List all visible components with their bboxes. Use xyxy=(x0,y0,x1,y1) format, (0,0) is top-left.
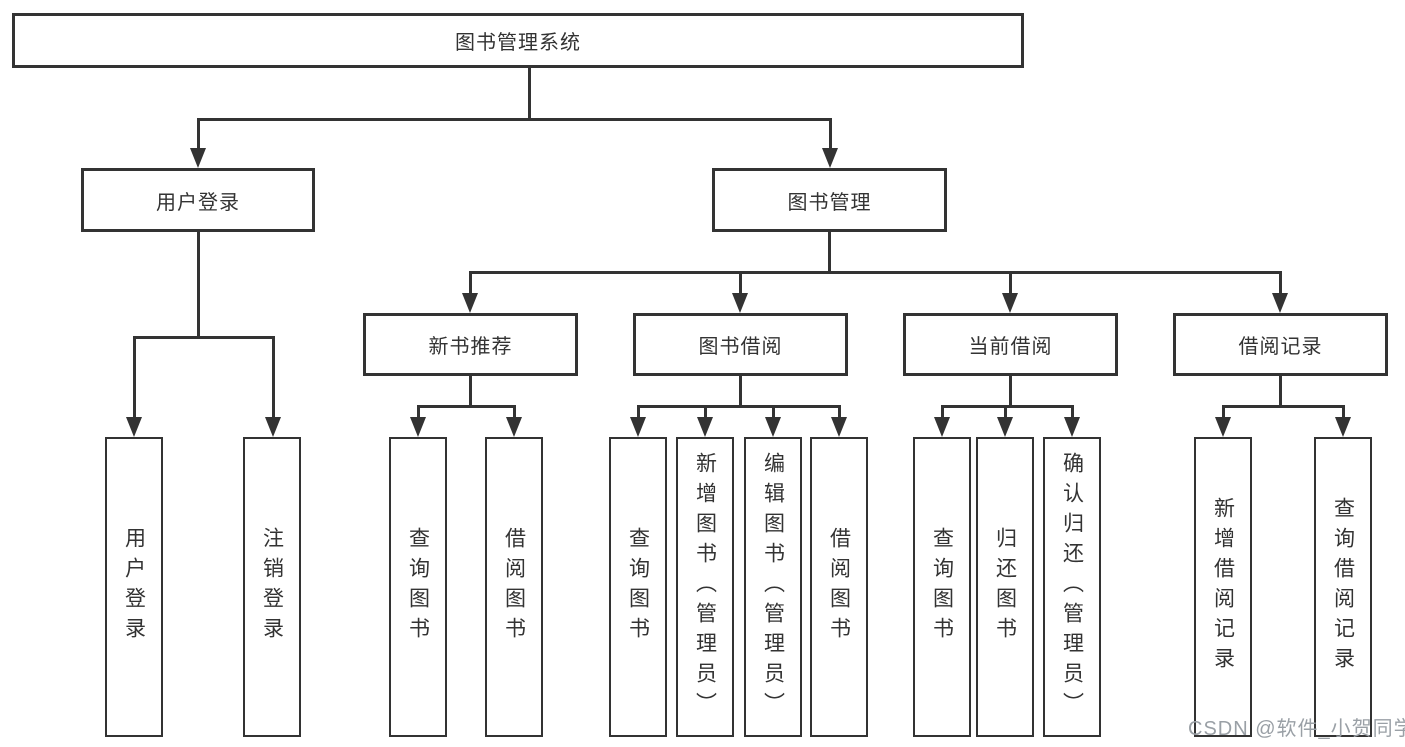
leaf-confirm-return-admin: 确认归还（管理员） xyxy=(1043,437,1101,737)
arrow-down-icon xyxy=(831,417,847,437)
node-new-book-recommend: 新书推荐 xyxy=(363,313,578,376)
connector-leaf-shaft xyxy=(271,336,275,418)
connector-borrow-hline xyxy=(636,405,841,408)
arrow-down-icon xyxy=(462,293,478,313)
connector-level3-hline xyxy=(468,271,1282,274)
leaf-borrow-books-2-label: 借阅图书 xyxy=(827,527,851,647)
connector-level3-shaft xyxy=(1008,271,1012,294)
leaf-borrow-books-2: 借阅图书 xyxy=(810,437,868,737)
connector-records-stub xyxy=(1278,376,1282,408)
leaf-return-books-label: 归还图书 xyxy=(993,527,1017,647)
connector-newbook-hline xyxy=(416,405,516,408)
leaf-return-books: 归还图书 xyxy=(976,437,1034,737)
node-user-login-label: 用户登录 xyxy=(156,191,240,214)
connector-leaf-shaft xyxy=(1003,405,1007,419)
arrow-down-icon xyxy=(126,417,142,437)
leaf-edit-books-admin-label: 编辑图书（管理员） xyxy=(761,452,785,722)
arrow-down-icon xyxy=(765,417,781,437)
node-current-borrow: 当前借阅 xyxy=(903,313,1118,376)
arrow-down-icon xyxy=(630,417,646,437)
connector-newbook-stub xyxy=(468,376,472,408)
node-book-borrow-label: 图书借阅 xyxy=(698,336,783,358)
leaf-add-borrow-record: 新增借阅记录 xyxy=(1194,437,1252,737)
leaf-edit-books-admin: 编辑图书（管理员） xyxy=(744,437,802,737)
node-book-mgmt: 图书管理 xyxy=(712,168,947,232)
leaf-user-login-label: 用户登录 xyxy=(122,527,146,647)
connector-login-sub-hline xyxy=(132,336,275,339)
node-user-login: 用户登录 xyxy=(81,168,315,232)
connector-leaf-shaft xyxy=(132,336,136,418)
node-book-mgmt-label: 图书管理 xyxy=(787,191,872,214)
connector-leaf-shaft xyxy=(512,405,516,419)
arrow-down-icon xyxy=(1335,417,1351,437)
arrow-down-icon xyxy=(410,417,426,437)
connector-level2-hline xyxy=(196,118,832,121)
arrow-down-icon xyxy=(822,148,838,168)
connector-leaf-shaft xyxy=(636,405,640,419)
leaf-query-books-1-label: 查询图书 xyxy=(406,527,430,647)
connector-mgmt-shaft xyxy=(828,118,832,150)
csdn-watermark: CSDN @软件_小贺同学 xyxy=(1188,718,1405,740)
arrow-down-icon xyxy=(1215,417,1231,437)
leaf-query-borrow-record: 查询借阅记录 xyxy=(1314,437,1372,737)
connector-level3-shaft xyxy=(468,271,472,294)
connector-root-stub xyxy=(527,68,531,118)
connector-leaf-shaft xyxy=(416,405,420,419)
node-current-borrow-label: 当前借阅 xyxy=(968,336,1053,358)
node-root: 图书管理系统 xyxy=(12,13,1024,68)
leaf-logout: 注销登录 xyxy=(243,437,301,737)
connector-borrow-stub xyxy=(738,376,742,408)
leaf-logout-label: 注销登录 xyxy=(260,527,284,647)
connector-current-hline xyxy=(940,405,1074,408)
node-new-book-recommend-label: 新书推荐 xyxy=(428,336,513,358)
connector-leaf-shaft xyxy=(940,405,944,419)
connector-login-sub-stub xyxy=(196,232,200,336)
connector-leaf-shaft xyxy=(703,405,707,419)
node-book-borrow: 图书借阅 xyxy=(633,313,848,376)
connector-level3-shaft xyxy=(738,271,742,294)
node-borrow-records-label: 借阅记录 xyxy=(1238,336,1323,358)
connector-current-stub xyxy=(1008,376,1012,408)
leaf-query-books-2-label: 查询图书 xyxy=(626,527,650,647)
leaf-query-books-2: 查询图书 xyxy=(609,437,667,737)
arrow-down-icon xyxy=(997,417,1013,437)
leaf-query-books-3-label: 查询图书 xyxy=(930,527,954,647)
leaf-query-books-1: 查询图书 xyxy=(389,437,447,737)
leaf-add-books-admin-label: 新增图书（管理员） xyxy=(693,452,717,722)
leaf-confirm-return-admin-label: 确认归还（管理员） xyxy=(1060,452,1084,722)
connector-mgmt-sub-stub xyxy=(827,232,831,274)
arrow-down-icon xyxy=(1272,293,1288,313)
connector-records-hline xyxy=(1221,405,1345,408)
leaf-borrow-books-1-label: 借阅图书 xyxy=(502,527,526,647)
connector-login-shaft xyxy=(196,118,200,150)
arrow-down-icon xyxy=(934,417,950,437)
leaf-query-books-3: 查询图书 xyxy=(913,437,971,737)
arrow-down-icon xyxy=(732,293,748,313)
connector-leaf-shaft xyxy=(1070,405,1074,419)
leaf-add-books-admin: 新增图书（管理员） xyxy=(676,437,734,737)
arrow-down-icon xyxy=(1002,293,1018,313)
arrow-down-icon xyxy=(697,417,713,437)
node-root-label: 图书管理系统 xyxy=(455,32,581,54)
arrow-down-icon xyxy=(190,148,206,168)
leaf-borrow-books-1: 借阅图书 xyxy=(485,437,543,737)
leaf-add-borrow-record-label: 新增借阅记录 xyxy=(1211,497,1235,677)
arrow-down-icon xyxy=(1064,417,1080,437)
connector-leaf-shaft xyxy=(1221,405,1225,419)
arrow-down-icon xyxy=(265,417,281,437)
connector-leaf-shaft xyxy=(837,405,841,419)
arrow-down-icon xyxy=(506,417,522,437)
node-borrow-records: 借阅记录 xyxy=(1173,313,1388,376)
leaf-user-login: 用户登录 xyxy=(105,437,163,737)
leaf-query-borrow-record-label: 查询借阅记录 xyxy=(1331,497,1355,677)
connector-level3-shaft xyxy=(1278,271,1282,294)
connector-leaf-shaft xyxy=(771,405,775,419)
connector-leaf-shaft xyxy=(1341,405,1345,419)
